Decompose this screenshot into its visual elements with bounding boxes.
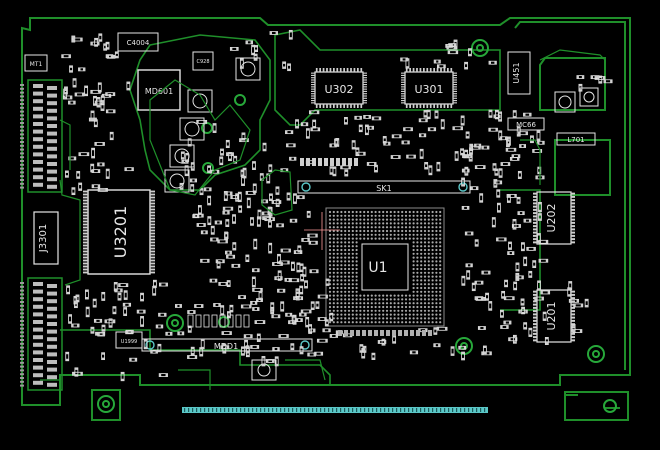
smd-components xyxy=(61,29,613,382)
u3201-label: U3201 xyxy=(111,206,130,258)
ic-u201: U201 xyxy=(533,289,575,343)
connector-j3301: J3301 xyxy=(33,211,59,265)
edge-connector xyxy=(182,407,488,413)
edge-connector-fingers xyxy=(184,408,486,412)
left-connector-top xyxy=(27,79,63,391)
part-mt1: MT1 xyxy=(24,54,48,72)
l701-label: L701 xyxy=(567,136,584,144)
part-c4004: C4004 xyxy=(117,32,159,52)
u301-pins xyxy=(401,68,457,108)
ic-md601: MD601 xyxy=(137,69,181,111)
part-l701: L701 xyxy=(556,132,596,146)
slot-sk1: SK1 xyxy=(297,180,471,194)
u3201-pins xyxy=(83,190,155,274)
u302-label: U302 xyxy=(324,83,353,96)
ic-u3201: U3201 xyxy=(83,189,155,275)
u202-pins xyxy=(533,192,575,244)
ic-u301: U301 xyxy=(401,68,457,108)
u202-label: U202 xyxy=(545,203,558,232)
part-u451: U451 xyxy=(507,51,531,95)
green-traces xyxy=(40,49,606,390)
c4004-label: C4004 xyxy=(127,39,150,47)
j3301-label: J3301 xyxy=(38,224,49,253)
part-u1999: U1999 xyxy=(115,331,143,349)
c928-label: C928 xyxy=(196,59,209,65)
u1999-label: U1999 xyxy=(121,339,137,345)
u1-label: U1 xyxy=(368,260,387,276)
part-mc66: MC66 xyxy=(507,117,545,131)
u301-label: U301 xyxy=(414,83,443,96)
board-outline xyxy=(21,17,631,421)
u201-label: U201 xyxy=(545,301,558,330)
part-c928: C928 xyxy=(192,51,214,71)
u201-pins xyxy=(533,290,575,342)
u302-pins xyxy=(311,68,367,108)
u1-balls xyxy=(328,210,442,324)
left-connector-pads xyxy=(20,84,57,387)
ic-u202: U202 xyxy=(533,191,575,245)
ic-u1-bga: U1 xyxy=(304,207,445,327)
u451-label: U451 xyxy=(512,62,521,83)
mc66-label: MC66 xyxy=(516,121,536,129)
ic-u302: U302 xyxy=(311,68,367,108)
md601-label: MD601 xyxy=(145,87,173,96)
mt1-label: MT1 xyxy=(30,61,43,68)
round-parts xyxy=(164,57,599,381)
sk1-label: SK1 xyxy=(376,184,391,193)
